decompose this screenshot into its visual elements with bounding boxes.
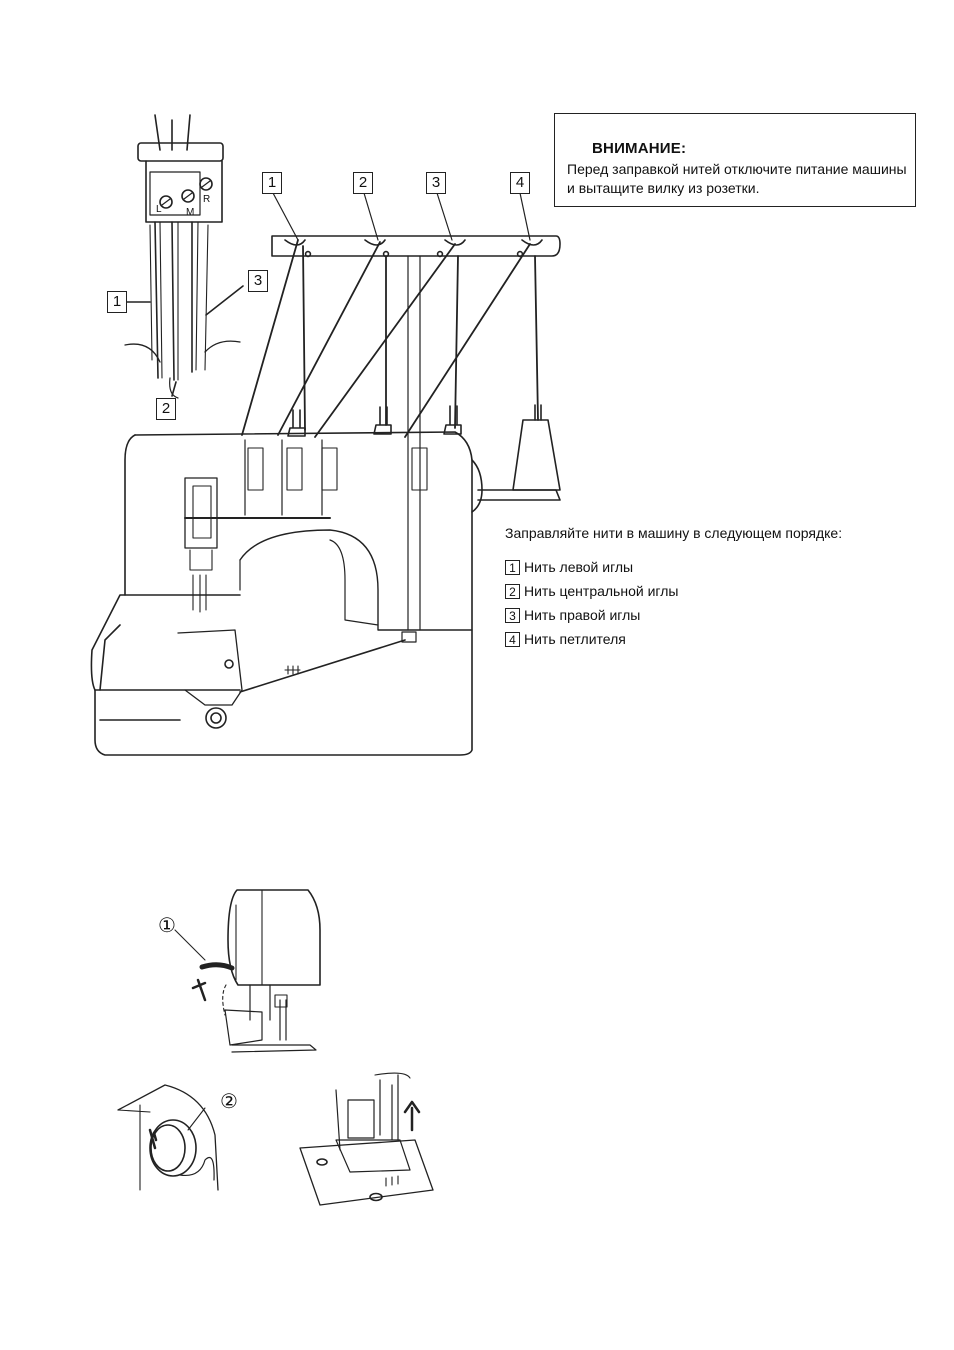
thread-label-4: 4 — [510, 172, 530, 194]
threading-order-item-4: 4 Нить петлителя — [505, 631, 626, 647]
step-number-2: ② — [220, 1092, 238, 1112]
needle-closeup-drawing — [125, 115, 243, 398]
warning-title: ВНИМАНИЕ: — [592, 140, 686, 157]
thread-label-1: 1 — [262, 172, 282, 194]
warning-text: Перед заправкой нитей отключите питание … — [567, 160, 912, 198]
item-number-box: 4 — [505, 632, 520, 647]
clamp-letter-right: R — [203, 194, 210, 205]
serger-body-drawing — [91, 432, 482, 755]
step-number-1: ① — [158, 916, 176, 936]
needle-label-1: 1 — [107, 291, 127, 313]
clamp-letter-left: L — [156, 204, 162, 215]
threading-order-item-1: 1 Нить левой иглы — [505, 559, 633, 575]
item-label: Нить левой иглы — [524, 559, 633, 575]
needle-label-3: 3 — [248, 270, 268, 292]
item-label: Нить правой иглы — [524, 607, 640, 623]
needle-plate-drawing — [300, 1073, 433, 1205]
item-number-box: 1 — [505, 560, 520, 575]
thread-label-3: 3 — [426, 172, 446, 194]
item-label: Нить центральной иглы — [524, 583, 678, 599]
item-label: Нить петлителя — [524, 631, 626, 647]
handwheel-drawing — [118, 1085, 218, 1190]
threading-order-item-3: 3 Нить правой иглы — [505, 607, 640, 623]
threading-order-item-2: 2 Нить центральной иглы — [505, 583, 678, 599]
thread-paths — [242, 240, 538, 437]
needle-label-2: 2 — [156, 398, 176, 420]
clamp-letter-middle: M — [186, 207, 194, 218]
item-number-box: 2 — [505, 584, 520, 599]
thread-label-2: 2 — [353, 172, 373, 194]
threading-order-title: Заправляйте нити в машину в следующем по… — [505, 525, 842, 541]
item-number-box: 3 — [505, 608, 520, 623]
presser-foot-lever-drawing — [175, 890, 320, 1052]
